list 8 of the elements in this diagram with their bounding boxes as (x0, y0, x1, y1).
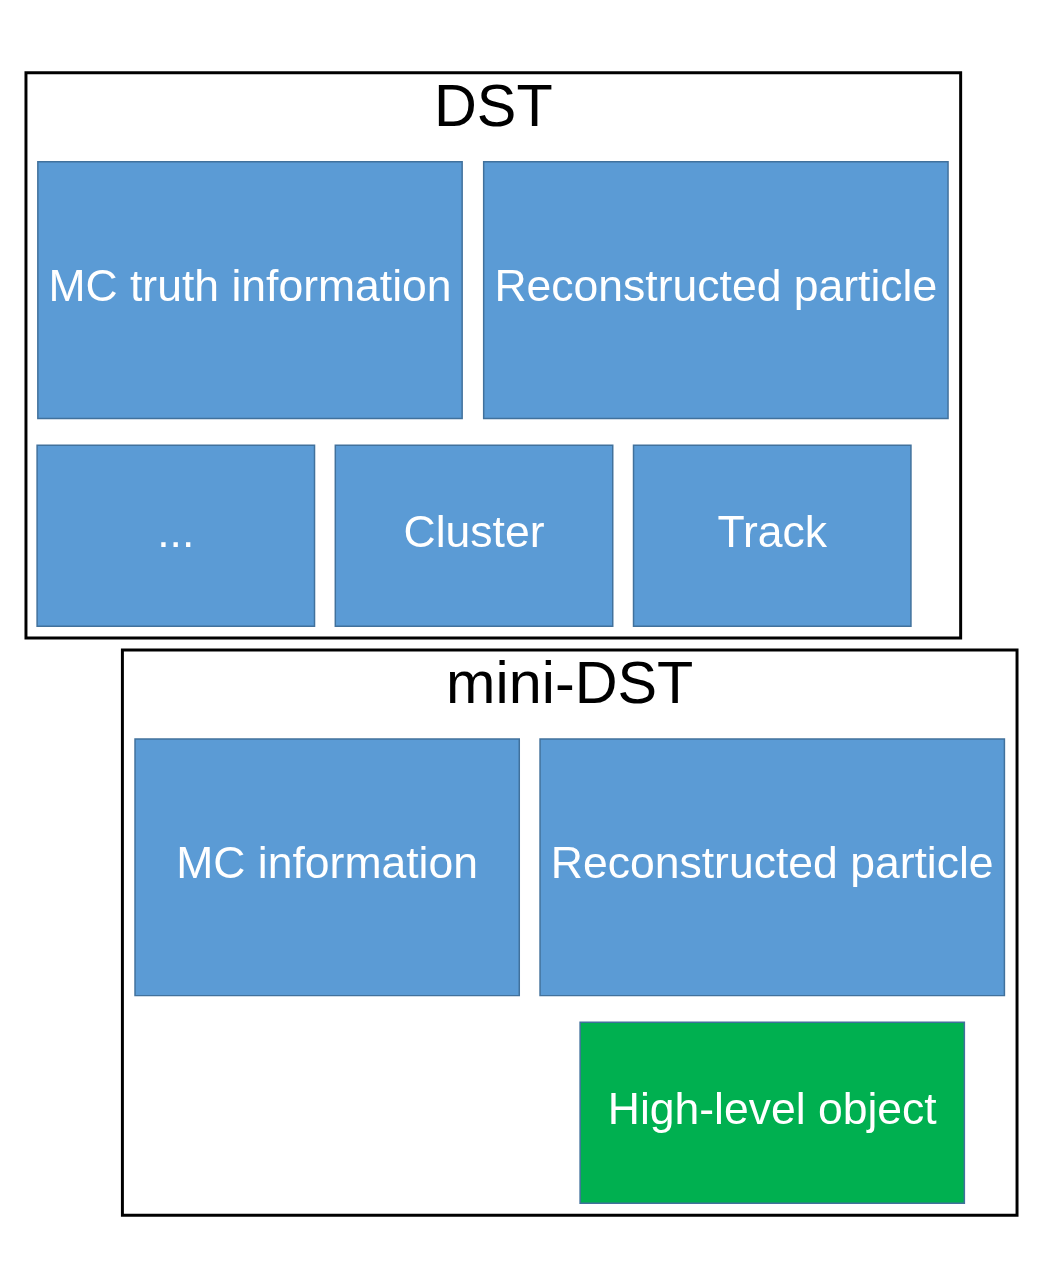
node-box: ... (36, 444, 316, 627)
node-box: Reconstructed particle (482, 161, 949, 420)
node-box: High-level object (579, 1021, 966, 1205)
node-box: Track (632, 444, 912, 627)
node-box: MC truth information (37, 161, 463, 420)
node-box: MC information (134, 738, 520, 997)
node-box: Reconstructed particle (539, 738, 1006, 997)
node-box: Cluster (334, 444, 614, 627)
